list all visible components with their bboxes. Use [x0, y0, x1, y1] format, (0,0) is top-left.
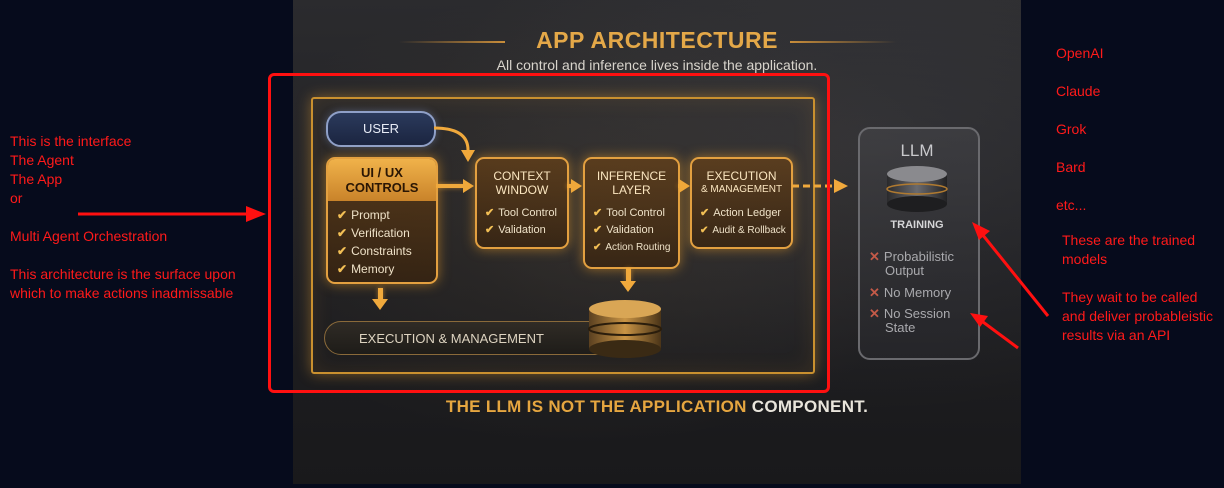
check-icon: ✔	[593, 242, 602, 253]
cross-icon: ✕	[869, 306, 880, 321]
llm-node	[858, 127, 980, 360]
llm-limitation: ✕Probabilistic Output	[869, 249, 954, 278]
model-item: Bard	[1056, 159, 1086, 175]
annotation-line: The Agent	[10, 152, 74, 168]
execution-item: ✔Audit & Rollback	[700, 225, 786, 236]
uiux-item: ✔Prompt	[337, 208, 390, 222]
bottom-statement-white: COMPONENT.	[751, 397, 869, 416]
annotation-highlight-box	[268, 73, 830, 393]
bottom-statement-gold: THE LLM IS NOT THE APPLICATION	[445, 397, 747, 416]
check-icon: ✔	[593, 224, 603, 236]
left-annotation: This is the interface The Agent The App …	[10, 132, 265, 303]
flow-arrow	[567, 184, 573, 188]
arrowhead-icon	[372, 299, 388, 310]
uiux-item: ✔Constraints	[337, 244, 412, 258]
llm-title: LLM	[900, 141, 934, 160]
title-divider-left	[399, 41, 505, 43]
uiux-controls-node: UI / UX CONTROLS ✔Prompt ✔Verification ✔…	[326, 157, 438, 284]
annotation-line: or	[10, 190, 23, 206]
database-icon	[588, 300, 662, 358]
check-icon: ✔	[337, 226, 348, 240]
check-icon: ✔	[337, 244, 348, 258]
arrowhead-icon	[620, 281, 636, 292]
check-icon: ✔	[337, 208, 348, 222]
check-icon: ✔	[485, 224, 495, 236]
context-item: ✔Tool Control	[485, 207, 557, 219]
annotation-orchestration: Multi Agent Orchestration	[10, 228, 168, 244]
annotation-line: The App	[10, 171, 63, 187]
diagram-subtitle: All control and inference lives inside t…	[496, 57, 818, 73]
check-icon: ✔	[593, 207, 603, 219]
uiux-item: ✔Memory	[337, 262, 395, 276]
model-item: Grok	[1056, 121, 1087, 137]
execution-node: EXECUTION & MANAGEMENT ✔Action Ledger ✔A…	[690, 157, 793, 249]
check-icon: ✔	[485, 207, 495, 219]
cross-icon: ✕	[869, 249, 880, 264]
bottom-statement: THE LLM IS NOT THE APPLICATION COMPONENT…	[293, 397, 1021, 417]
annotation-paragraph: This architecture is the surface upon wh…	[10, 266, 236, 301]
flow-arrow	[378, 288, 383, 300]
application-frame	[311, 97, 815, 374]
flow-arrow	[626, 268, 631, 282]
inference-item: ✔Validation	[593, 224, 654, 236]
check-icon: ✔	[700, 207, 710, 219]
execution-management-bar: EXECUTION & MANAGEMENT	[324, 321, 624, 355]
annotation-trained-models: These are the trained models	[1062, 232, 1196, 267]
uiux-item: ✔Verification	[337, 226, 410, 240]
inference-item: ✔Action Routing	[593, 242, 671, 253]
llm-database-icon	[886, 166, 948, 212]
model-list: OpenAI Claude Grok Bard etc...	[1056, 44, 1103, 234]
llm-training-label: TRAINING	[890, 219, 944, 231]
annotation-line: This is the interface	[10, 133, 132, 149]
uiux-title-line1: UI / UX	[361, 165, 403, 180]
execution-title: EXECUTION & MANAGEMENT	[700, 169, 783, 195]
arrowhead-icon	[679, 179, 690, 193]
uiux-title-line2: CONTROLS	[345, 180, 419, 195]
context-item: ✔Validation	[485, 224, 546, 236]
arrowhead-icon	[463, 179, 474, 193]
inference-item: ✔Tool Control	[593, 207, 665, 219]
check-icon: ✔	[700, 225, 709, 236]
model-item: Claude	[1056, 83, 1101, 99]
inference-layer-node: INFERENCE LAYER ✔Tool Control ✔Validatio…	[583, 157, 680, 269]
cross-icon: ✕	[869, 285, 880, 300]
uiux-header: UI / UX CONTROLS	[328, 159, 436, 201]
title-divider-right	[790, 41, 896, 43]
arrowhead-icon	[571, 179, 582, 193]
model-item: OpenAI	[1056, 45, 1104, 61]
diagram-title: APP ARCHITECTURE	[536, 27, 778, 53]
flow-arrow	[436, 184, 464, 188]
llm-limitation: ✕No Session State	[869, 306, 951, 335]
user-to-context-arrow	[433, 126, 475, 162]
execution-item: ✔Action Ledger	[700, 207, 782, 219]
llm-limitation: ✕No Memory	[869, 285, 952, 300]
right-annotation: These are the trained models They wait t…	[1062, 231, 1222, 345]
user-node: USER	[326, 111, 436, 147]
context-title: CONTEXT WINDOW	[493, 169, 551, 197]
annotation-api-note: They wait to be called and deliver proba…	[1062, 289, 1213, 343]
check-icon: ✔	[337, 262, 348, 276]
model-item: etc...	[1056, 197, 1087, 213]
inference-title: INFERENCE LAYER	[596, 169, 667, 197]
context-window-node: CONTEXT WINDOW ✔Tool Control ✔Validation	[475, 157, 569, 249]
